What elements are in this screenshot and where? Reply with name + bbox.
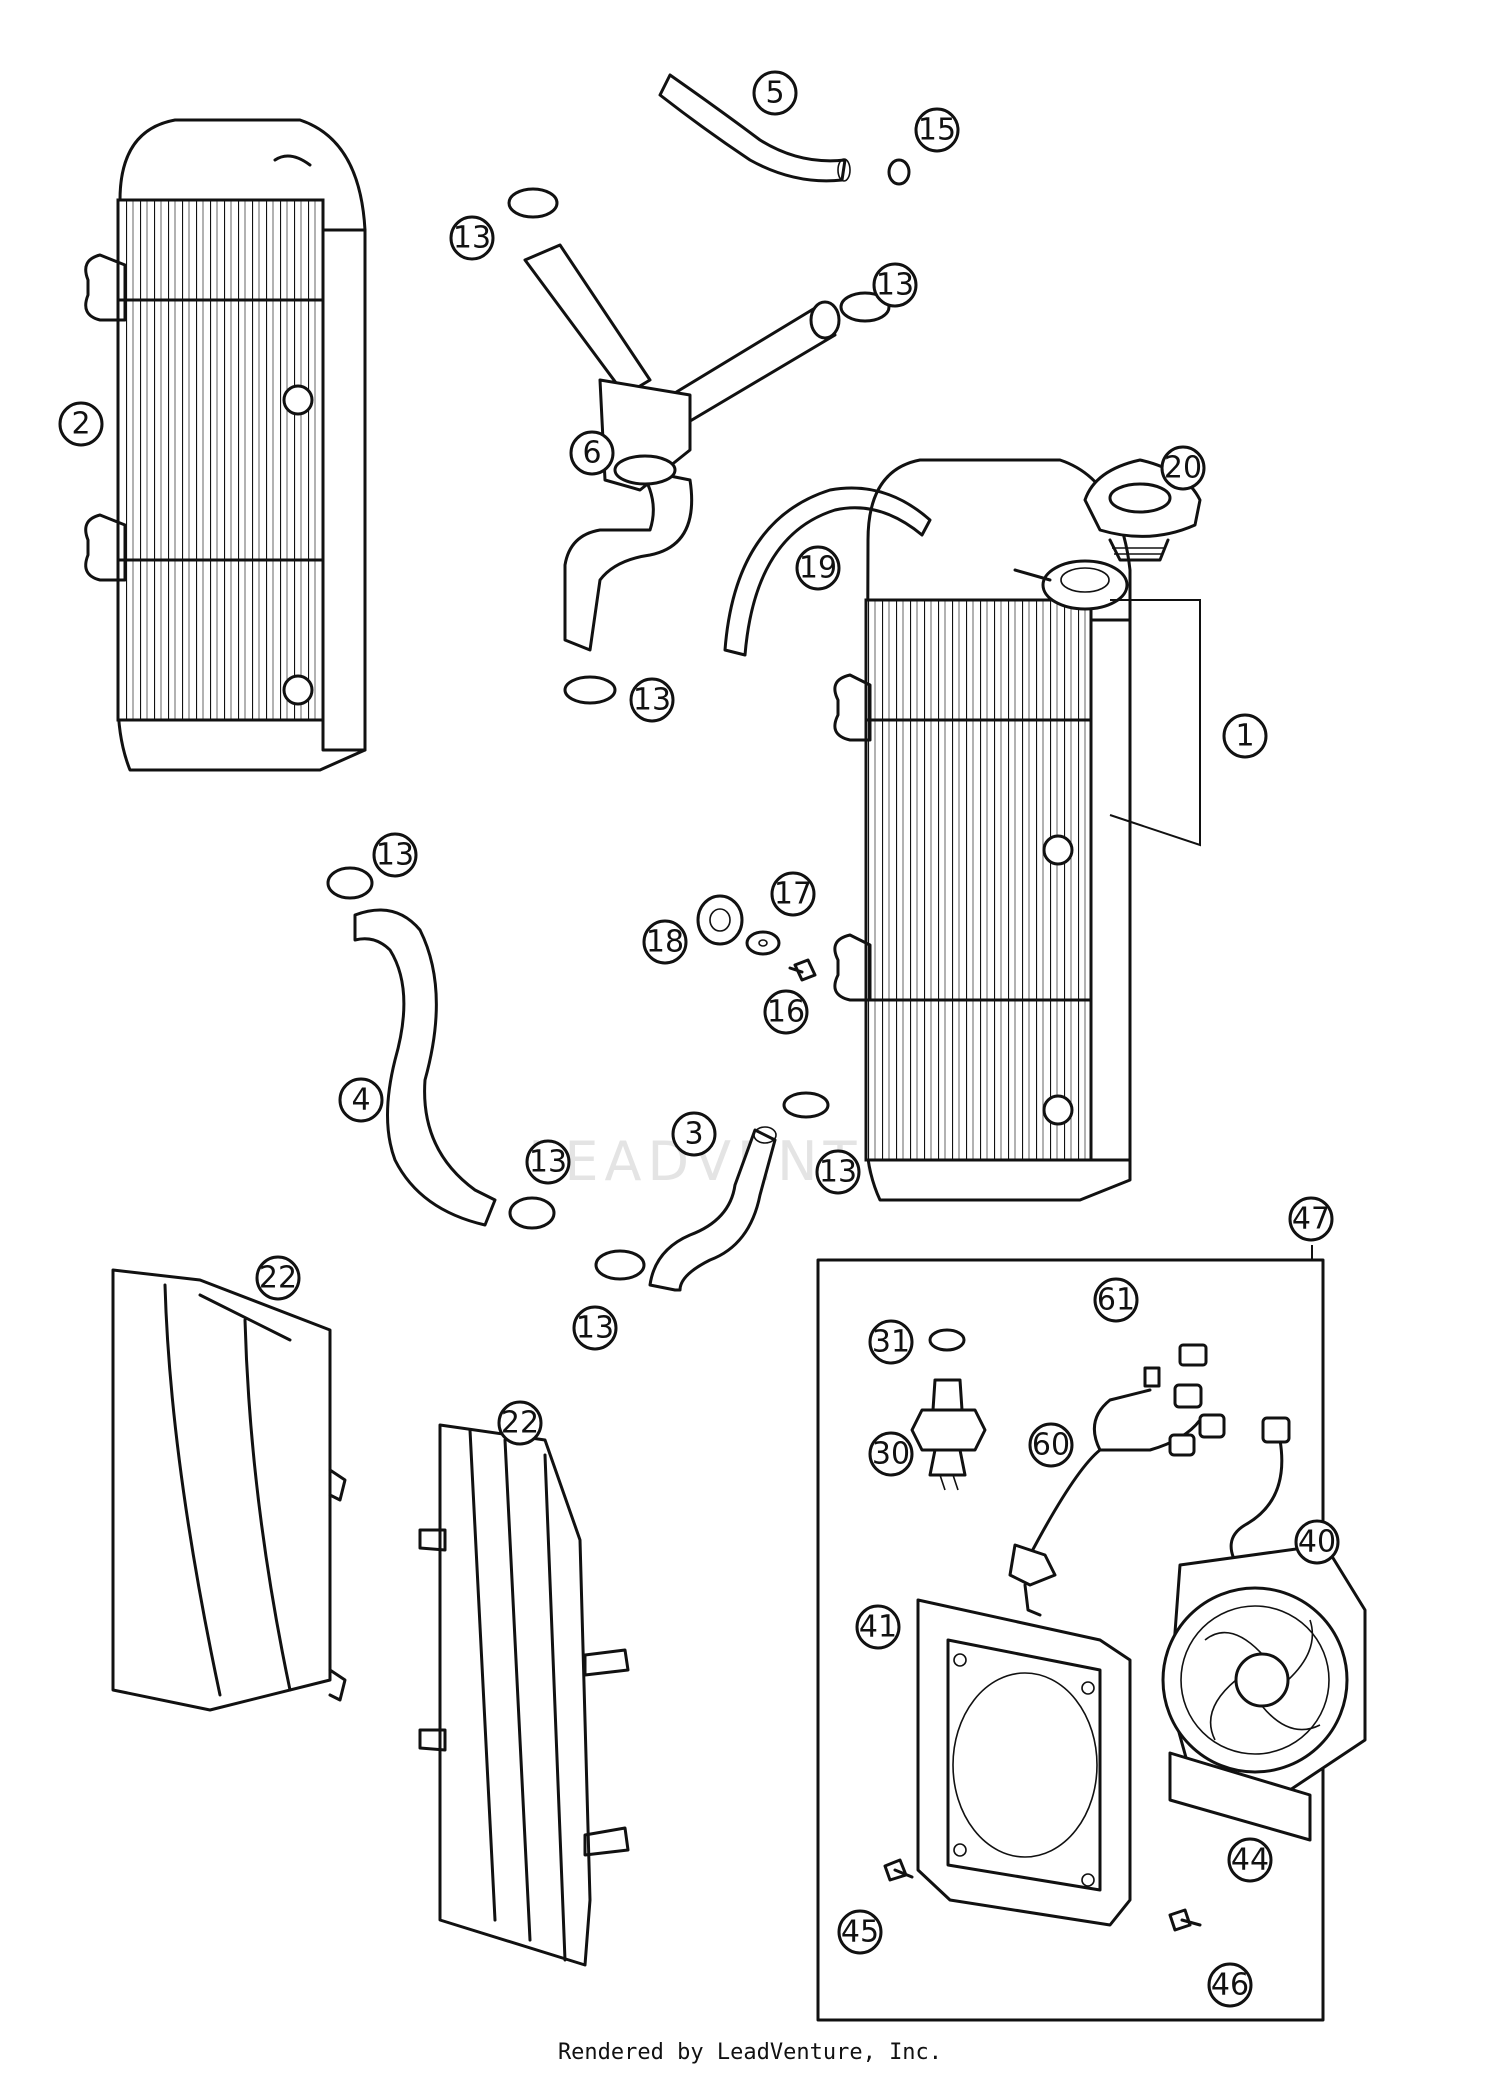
callout-1: 1 — [1222, 713, 1268, 759]
svg-text:22: 22 — [501, 1406, 539, 1441]
svg-text:13: 13 — [819, 1155, 857, 1190]
callout-40: 40 — [1294, 1519, 1340, 1565]
svg-text:1: 1 — [1235, 719, 1254, 754]
callout-44: 44 — [1227, 1837, 1273, 1883]
svg-text:44: 44 — [1231, 1843, 1269, 1878]
y-hose-6 — [523, 243, 841, 652]
callout-13g: 13 — [815, 1149, 861, 1195]
callout-16: 16 — [763, 989, 809, 1035]
svg-text:31: 31 — [872, 1325, 910, 1360]
callout-20: 20 — [1160, 445, 1206, 491]
callout-22a: 22 — [255, 1255, 301, 1301]
hose-3 — [648, 1128, 777, 1292]
callout-2: 2 — [58, 401, 104, 447]
svg-text:17: 17 — [774, 877, 812, 912]
svg-text:40: 40 — [1298, 1525, 1336, 1560]
screw-45 — [883, 1858, 914, 1882]
svg-text:20: 20 — [1164, 451, 1202, 486]
svg-text:19: 19 — [799, 551, 837, 586]
svg-text:47: 47 — [1292, 1202, 1330, 1237]
callout-13f: 13 — [572, 1305, 618, 1351]
hose-19 — [723, 486, 932, 657]
hose-4 — [353, 908, 497, 1227]
hose-clamps — [326, 187, 891, 1281]
wire-harness — [1008, 1343, 1226, 1617]
left-radiator — [84, 118, 367, 772]
svg-text:13: 13 — [453, 221, 491, 256]
svg-text:46: 46 — [1211, 1968, 1249, 2003]
svg-text:13: 13 — [376, 838, 414, 873]
callout-46: 46 — [1207, 1962, 1253, 2008]
temperature-switch — [910, 1328, 987, 1491]
svg-text:61: 61 — [1097, 1283, 1135, 1318]
callout-5: 5 — [752, 70, 798, 116]
screw-46 — [1168, 1908, 1202, 1932]
footer-credit: Rendered by LeadVenture, Inc. — [557, 2040, 943, 2065]
mounting-plate — [1168, 1751, 1312, 1842]
svg-text:15: 15 — [918, 113, 956, 148]
callout-3: 3 — [671, 1111, 717, 1157]
svg-text:13: 13 — [576, 1311, 614, 1346]
svg-text:60: 60 — [1032, 1428, 1070, 1463]
callout-13b: 13 — [872, 262, 918, 308]
callout-13a: 13 — [449, 215, 495, 261]
svg-text:41: 41 — [859, 1610, 897, 1645]
cooling-fan — [1161, 1416, 1367, 1792]
svg-text:13: 13 — [529, 1145, 567, 1180]
fan-shroud — [916, 1598, 1132, 1927]
callout-15: 15 — [914, 107, 960, 153]
callout-19: 19 — [795, 545, 841, 591]
svg-text:2: 2 — [71, 407, 90, 442]
callout-13d: 13 — [372, 832, 418, 878]
callout-60: 60 — [1028, 1422, 1074, 1468]
svg-text:5: 5 — [765, 76, 784, 111]
callout-4: 4 — [338, 1077, 384, 1123]
svg-text:16: 16 — [767, 995, 805, 1030]
callout-41: 41 — [855, 1604, 901, 1650]
callout-18: 18 — [642, 919, 688, 965]
callout-17: 17 — [770, 871, 816, 917]
callout-45: 45 — [837, 1909, 883, 1955]
mounting-hardware — [696, 894, 817, 982]
svg-text:22: 22 — [259, 1261, 297, 1296]
callout-13e: 13 — [525, 1139, 571, 1185]
small-clamp-15 — [887, 158, 911, 186]
right-radiator — [833, 458, 1201, 1202]
shroud-left — [111, 1268, 347, 1712]
svg-text:6: 6 — [582, 436, 601, 471]
callout-6: 6 — [569, 430, 615, 476]
shroud-right — [418, 1423, 630, 1967]
svg-text:3: 3 — [684, 1117, 703, 1152]
svg-text:30: 30 — [872, 1437, 910, 1472]
svg-text:13: 13 — [876, 268, 914, 303]
callout-47: 47 — [1288, 1196, 1334, 1242]
svg-text:4: 4 — [351, 1083, 370, 1118]
callout-31: 31 — [868, 1319, 914, 1365]
callout-13c: 13 — [629, 677, 675, 723]
svg-text:18: 18 — [646, 925, 684, 960]
callout-30: 30 — [868, 1431, 914, 1477]
hose-5 — [658, 73, 847, 183]
callout-22b: 22 — [497, 1400, 543, 1446]
svg-text:13: 13 — [633, 683, 671, 718]
svg-text:45: 45 — [841, 1915, 879, 1950]
callout-61: 61 — [1093, 1277, 1139, 1323]
